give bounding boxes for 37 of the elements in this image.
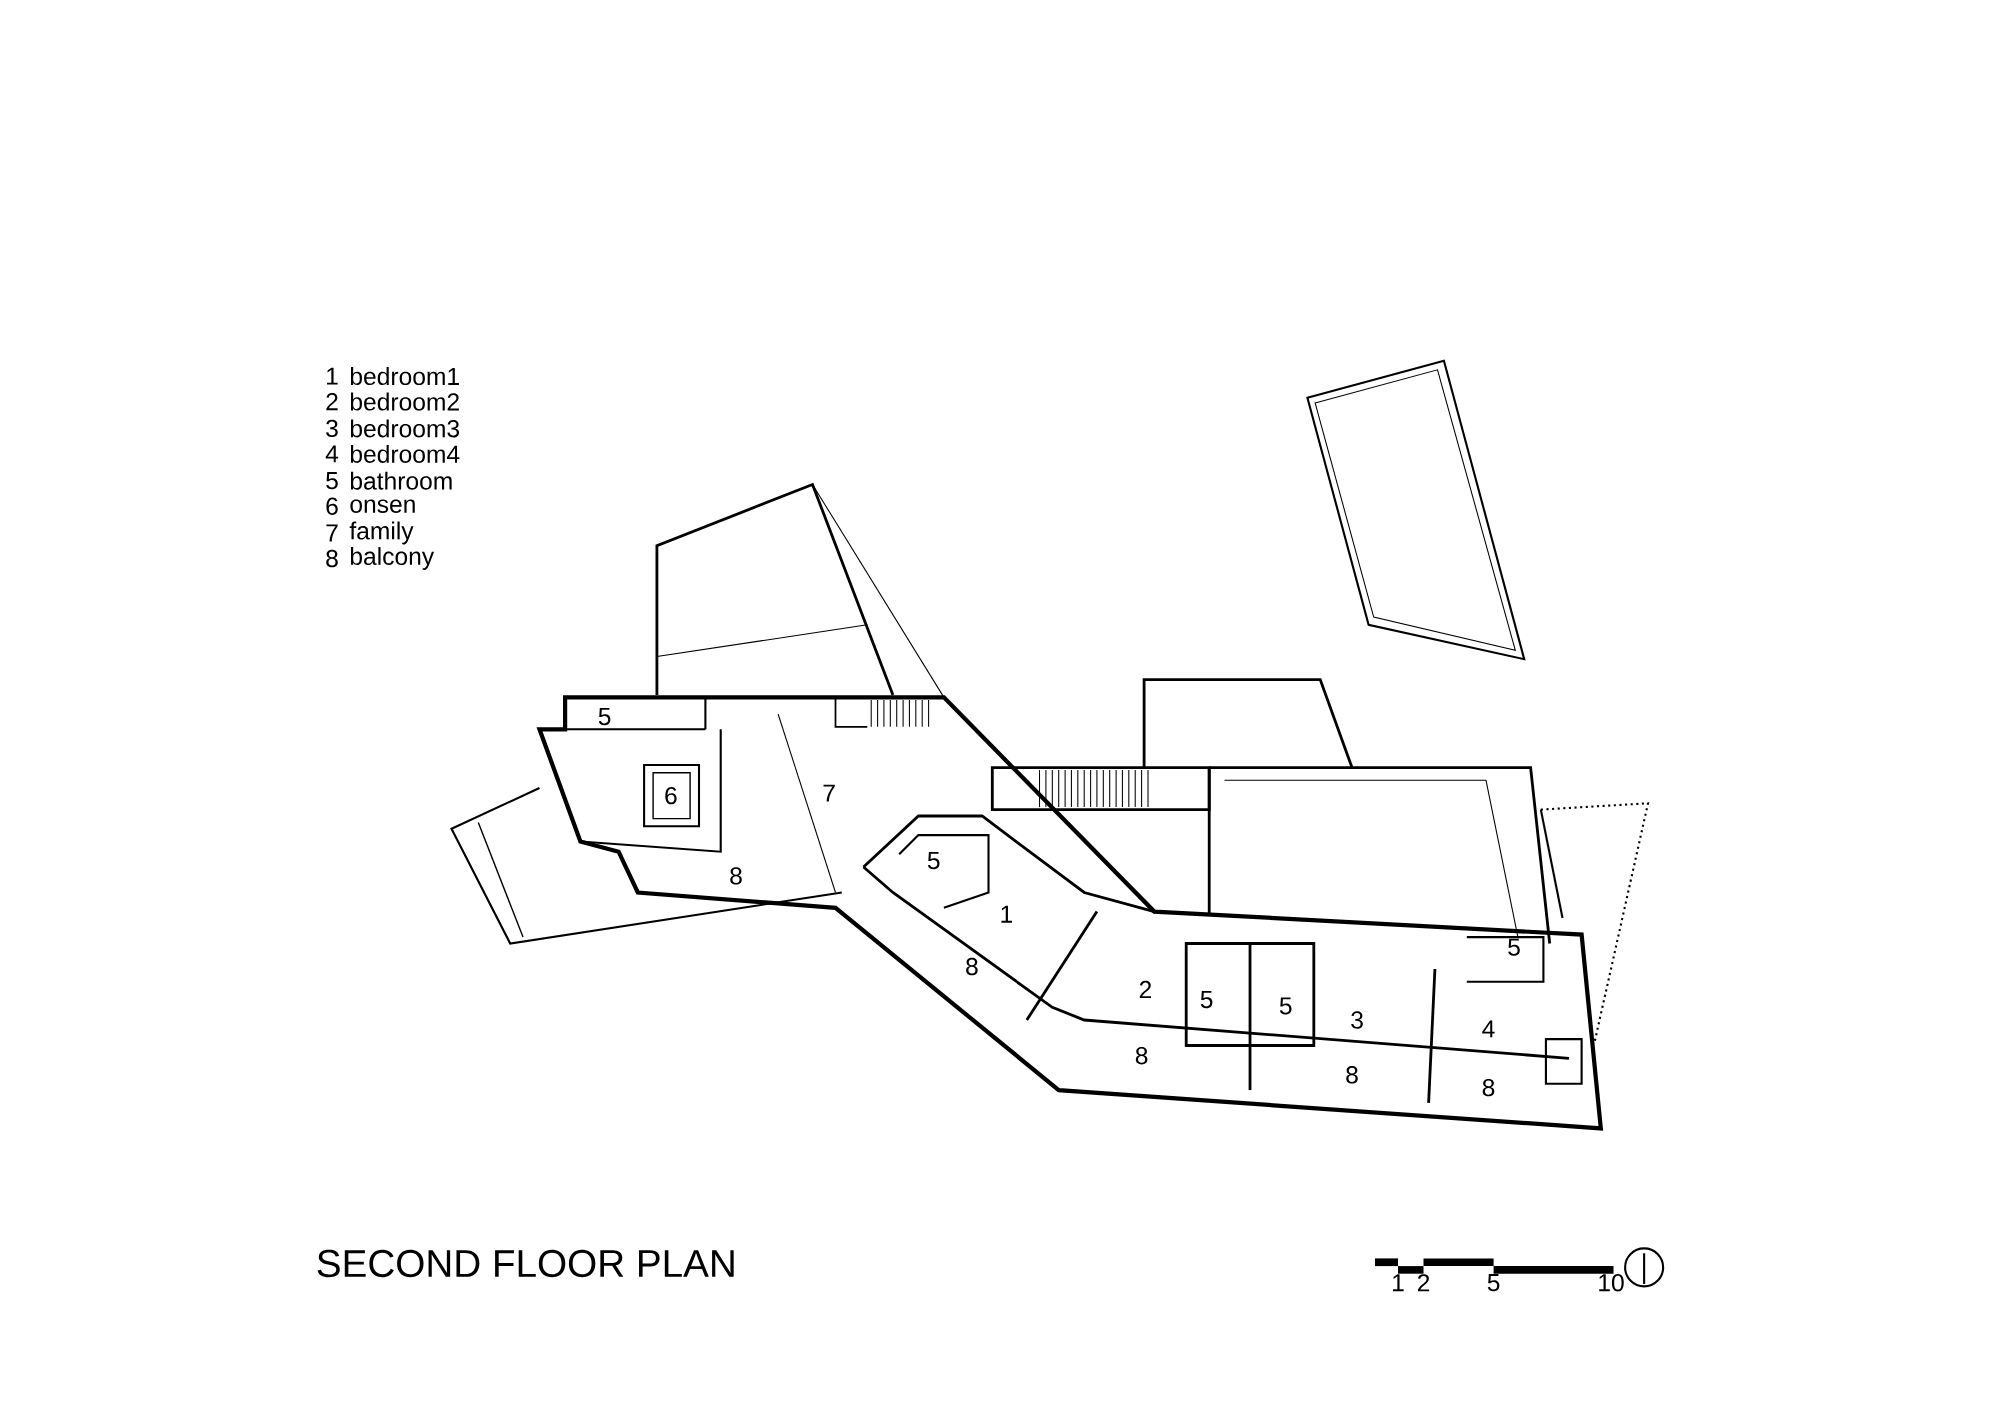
- key-number: 8: [326, 549, 338, 568]
- key-number: 3: [326, 419, 338, 438]
- room-number: 7: [823, 784, 835, 802]
- scale-label: 1: [1393, 1274, 1404, 1292]
- room-number: 8: [1346, 1066, 1358, 1084]
- room-number: 5: [1508, 938, 1520, 956]
- key-number: 6: [326, 497, 338, 515]
- scale-label: 2: [1417, 1274, 1430, 1292]
- key-number: 4: [325, 445, 339, 463]
- room-number: 5: [598, 708, 611, 726]
- key-number: 5: [326, 472, 338, 490]
- key-number: 2: [326, 393, 338, 411]
- room-number: 5: [1200, 991, 1213, 1009]
- room-number: 8: [966, 957, 978, 976]
- room-number: 8: [730, 867, 742, 885]
- key-number: 1: [327, 367, 338, 385]
- room-number: 8: [1135, 1047, 1148, 1065]
- room-number: 1: [1001, 905, 1013, 923]
- room-number: 4: [1482, 1020, 1495, 1038]
- key-label: bedroom1: [350, 367, 459, 386]
- key-label: bathroom: [350, 471, 452, 490]
- room-number: 3: [1351, 1011, 1363, 1029]
- key-label: bedroom2: [350, 392, 459, 411]
- scale-label: 10: [1599, 1274, 1624, 1292]
- room-number: 5: [1279, 997, 1292, 1015]
- room-number: 2: [1139, 980, 1152, 998]
- key-label: bedroom3: [350, 419, 459, 438]
- room-number: 5: [927, 852, 940, 870]
- key-number: 7: [326, 524, 338, 542]
- room-number: 8: [1482, 1078, 1495, 1097]
- scale-label: 5: [1487, 1274, 1500, 1292]
- key-label: bedroom4: [350, 444, 460, 463]
- plan-title: SECOND FLOOR PLAN: [317, 1249, 734, 1278]
- key-label: balcony: [350, 547, 435, 570]
- key-label: onsen: [350, 499, 415, 513]
- room-number: 6: [665, 786, 677, 805]
- key-label: family: [349, 521, 414, 545]
